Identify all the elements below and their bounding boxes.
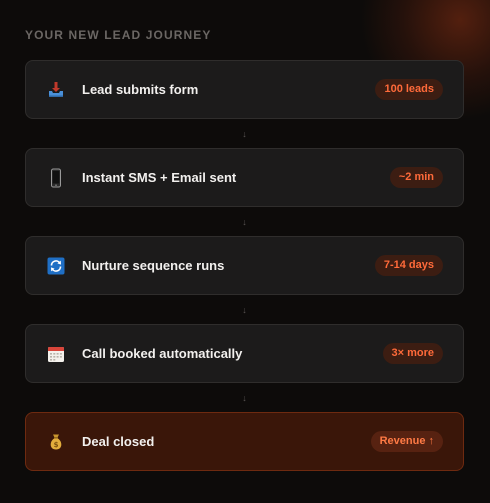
svg-text:$: $ [54,441,59,449]
money-bag-icon: $ [46,432,66,452]
refresh-arrows-icon [46,256,66,276]
mobile-phone-icon [46,168,66,188]
step-label: Instant SMS + Email sent [82,170,237,185]
step-label: Call booked automatically [82,346,243,361]
step-deal-closed: $ Deal closed Revenue ↑ [25,412,464,471]
step-badge: 100 leads [375,79,443,100]
arrow-down-icon: ↓ [242,392,247,403]
step-nurture-sequence: Nurture sequence runs 7-14 days [25,236,464,295]
step-label: Deal closed [82,434,155,449]
section-title: YOUR NEW LEAD JOURNEY [25,28,212,42]
step-badge: Revenue ↑ [370,431,443,452]
step-badge: 3× more [382,343,443,364]
step-instant-sms-email: Instant SMS + Email sent ~2 min [25,148,464,207]
step-label: Lead submits form [82,82,199,97]
step-label: Nurture sequence runs [82,258,225,273]
step-badge: ~2 min [389,167,443,188]
arrow-down-icon: ↓ [242,304,247,315]
step-badge: 7-14 days [374,255,443,276]
journey-steps: Lead submits form 100 leads ↓ Instant SM… [25,60,464,471]
step-call-booked: Call booked automatically 3× more [25,324,464,383]
arrow-down-icon: ↓ [242,216,247,227]
inbox-tray-icon [46,80,66,100]
arrow-down-icon: ↓ [242,128,247,139]
step-lead-submits-form: Lead submits form 100 leads [25,60,464,119]
calendar-icon [46,344,66,364]
